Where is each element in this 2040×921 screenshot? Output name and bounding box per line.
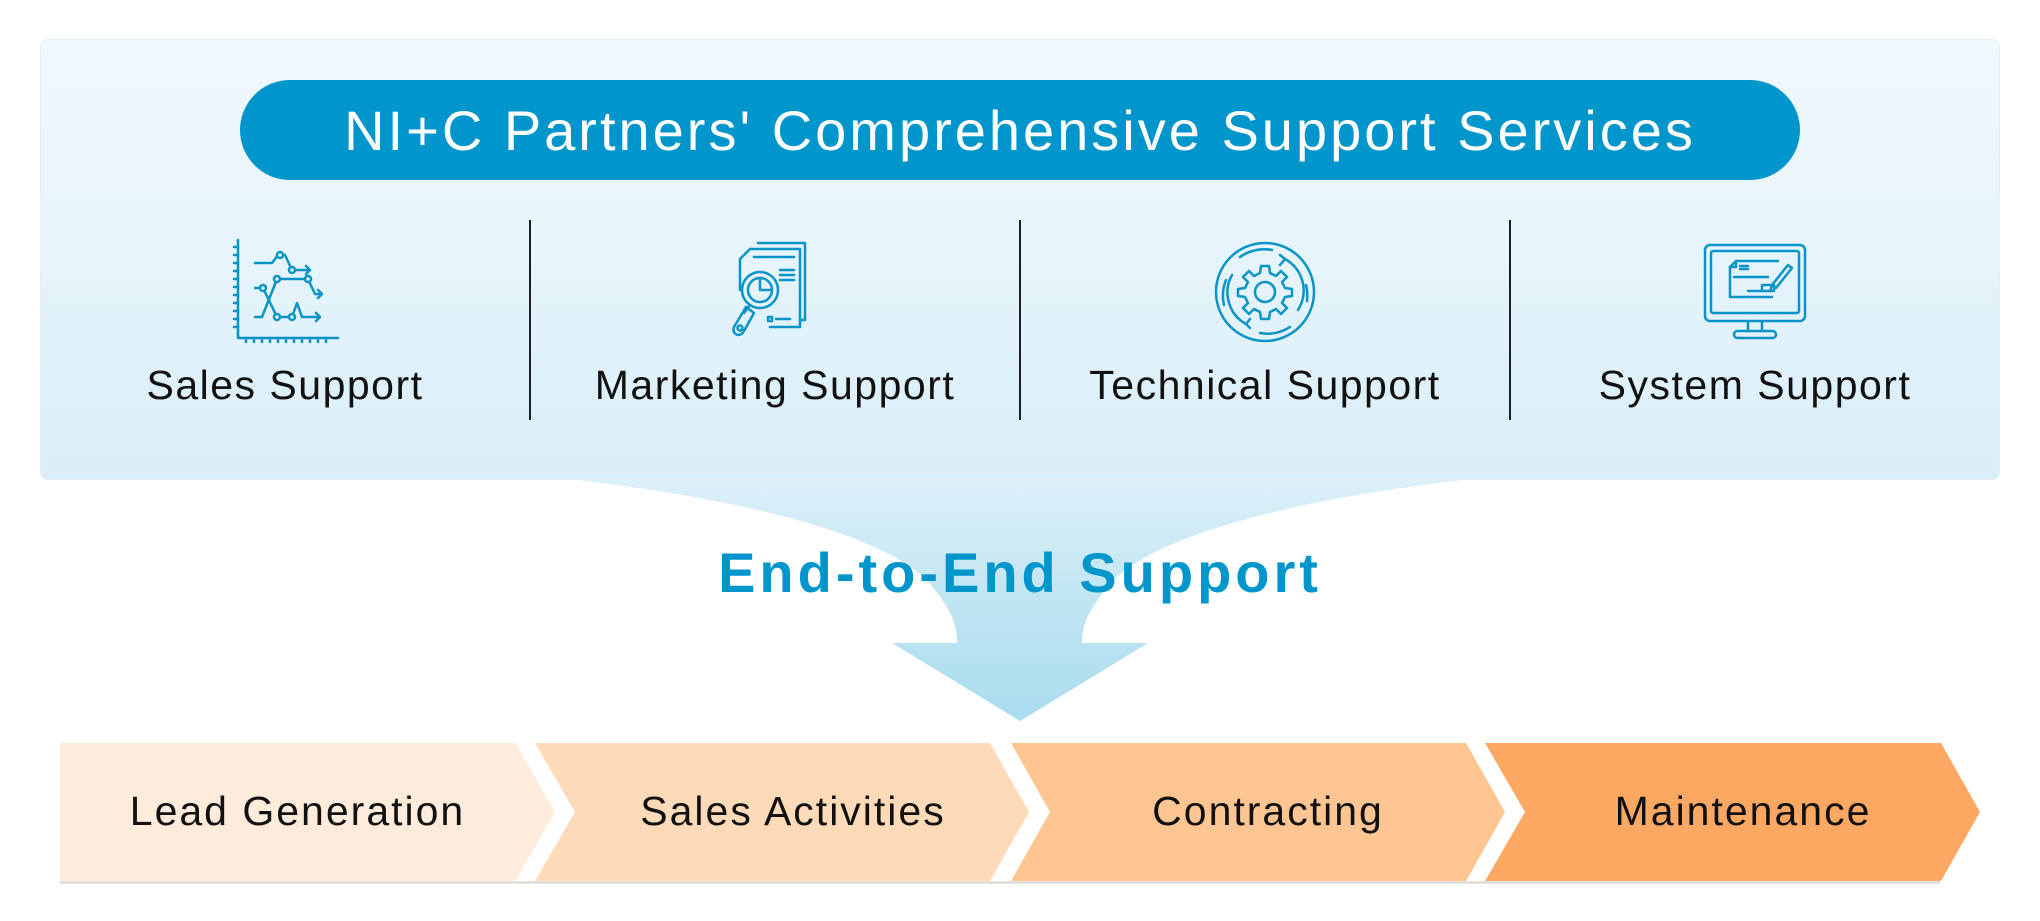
- divider: [1019, 220, 1021, 420]
- service-marketing-support: [530, 235, 1020, 425]
- service-label: Technical Support: [1089, 362, 1441, 408]
- divider: [1509, 220, 1511, 420]
- line-chart-icon: [232, 238, 340, 344]
- monitor-check-icon: [1703, 243, 1807, 340]
- step-label: Contracting: [1152, 788, 1384, 834]
- title-banner: NI+C Partners' Comprehensive Support Ser…: [240, 80, 1800, 180]
- end-to-end-label: End-to-End Support: [718, 541, 1322, 604]
- divider: [529, 220, 531, 420]
- service-system-support: [1510, 235, 2000, 425]
- step-sales-activities: [535, 743, 1029, 881]
- service-sales-support: [40, 235, 530, 425]
- step-label: Lead Generation: [129, 788, 466, 834]
- step-label: Sales Activities: [640, 788, 946, 834]
- service-label: System Support: [1598, 362, 1912, 408]
- step-label: Maintenance: [1614, 788, 1872, 834]
- page-title: NI+C Partners' Comprehensive Support Ser…: [344, 98, 1696, 162]
- service-label: Sales Support: [146, 362, 424, 408]
- step-lead-generation: [60, 743, 555, 881]
- service-label: Marketing Support: [594, 362, 956, 408]
- gear-cycle-icon: [1214, 241, 1316, 343]
- step-contracting: [1011, 743, 1505, 881]
- service-technical-support: [1020, 235, 1510, 425]
- document-magnifier-icon: [732, 241, 807, 337]
- step-maintenance: [1485, 743, 1980, 881]
